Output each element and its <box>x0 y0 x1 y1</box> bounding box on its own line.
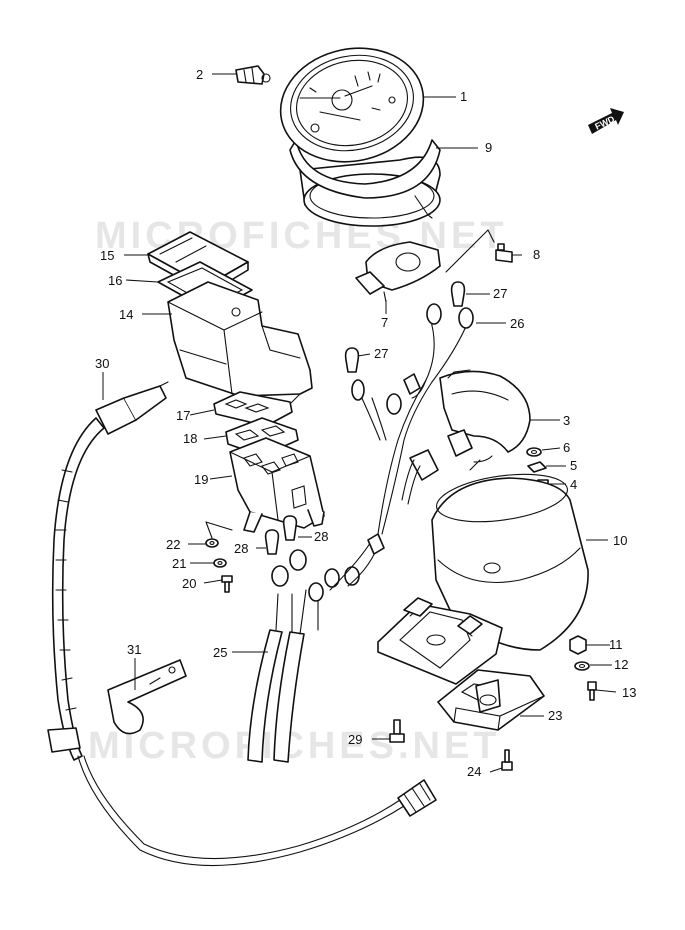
bolt-part-13 <box>587 681 597 701</box>
callout-3: 3 <box>563 413 570 428</box>
callout-20: 20 <box>182 576 196 591</box>
callout-24: 24 <box>467 764 481 779</box>
bulb-part-27-left <box>344 347 360 373</box>
callout-30: 30 <box>95 356 109 371</box>
bracket-part-3 <box>439 369 531 471</box>
bulb-part-27-right <box>450 281 466 307</box>
bracket-part-23 <box>437 669 545 731</box>
nut-part-11 <box>569 635 587 655</box>
callout-9: 9 <box>485 140 492 155</box>
callout-26: 26 <box>510 316 524 331</box>
callout-6: 6 <box>563 440 570 455</box>
bulb-part-28-right <box>282 515 298 541</box>
callout-21: 21 <box>172 556 186 571</box>
callout-22: 22 <box>166 537 180 552</box>
callout-31: 31 <box>127 642 141 657</box>
watermark-bottom: MICROFICHES.NET <box>88 725 501 767</box>
callout-14: 14 <box>119 307 133 322</box>
indicator-housing-part-14 <box>167 281 313 405</box>
washer-part-21 <box>213 558 227 568</box>
speedometer-cable-part-30 <box>47 381 437 867</box>
forward-arrow-icon: FWD <box>588 108 624 134</box>
callout-8: 8 <box>533 247 540 262</box>
wiring-harness-part-25 <box>247 303 474 763</box>
socket-part-7 <box>355 241 441 303</box>
bulb-socket-part-2 <box>235 65 271 85</box>
callout-11: 11 <box>609 637 623 652</box>
washer-part-6 <box>526 447 542 457</box>
washer-part-22 <box>205 538 219 548</box>
callout-18: 18 <box>183 431 197 446</box>
bolt-part-24 <box>501 749 513 771</box>
bulb-part-28-left <box>264 529 280 555</box>
callout-28-left: 28 <box>234 541 248 556</box>
callout-4: 4 <box>570 477 577 492</box>
indicator-base-part-19 <box>229 437 325 533</box>
callout-19: 19 <box>194 472 208 487</box>
callout-10: 10 <box>613 533 627 548</box>
callout-27-left: 27 <box>374 346 388 361</box>
callout-12: 12 <box>614 657 628 672</box>
callout-23: 23 <box>548 708 562 723</box>
callout-25: 25 <box>213 645 227 660</box>
gasket-part-17 <box>213 391 293 427</box>
callout-1: 1 <box>460 89 467 104</box>
bolt-part-8 <box>495 243 513 263</box>
callout-17: 17 <box>176 408 190 423</box>
leader-lines <box>102 73 617 773</box>
screw-part-20 <box>221 575 233 593</box>
clamp-part-31 <box>107 659 187 735</box>
callout-29: 29 <box>348 732 362 747</box>
callout-7: 7 <box>381 315 388 330</box>
washer-part-5 <box>527 461 547 473</box>
callout-16: 16 <box>108 273 122 288</box>
callout-15: 15 <box>100 248 114 263</box>
callout-2: 2 <box>196 67 203 82</box>
meter-cover-part-10 <box>377 473 589 685</box>
callout-5: 5 <box>570 458 577 473</box>
callout-28-right: 28 <box>314 529 328 544</box>
speedometer-assembly <box>279 47 441 227</box>
callout-13: 13 <box>622 685 636 700</box>
callout-27-right: 27 <box>493 286 507 301</box>
washer-part-12 <box>574 661 590 671</box>
